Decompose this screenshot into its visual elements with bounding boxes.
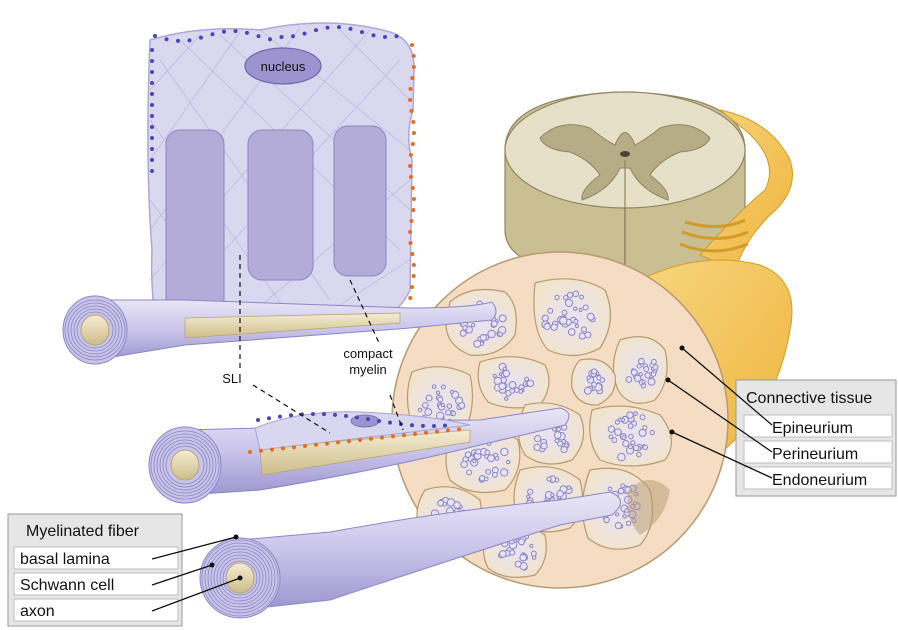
compact-myelin-label-1: compact xyxy=(343,346,393,361)
nucleus-label: nucleus xyxy=(261,59,306,74)
myelinated-fiber-title: Myelinated fiber xyxy=(26,523,140,540)
compact-myelin-label-2: myelin xyxy=(349,362,387,377)
sli-label: SLI xyxy=(222,371,242,386)
schwann-cell-label: Schwann cell xyxy=(20,577,114,594)
endoneurium-label: Endoneurium xyxy=(772,472,867,489)
epineurium-label: Epineurium xyxy=(772,420,853,437)
basal-lamina-label: basal lamina xyxy=(20,551,110,568)
schwann-cell-sheet: nucleus xyxy=(148,23,416,345)
perineurium-label: Perineurium xyxy=(772,446,858,463)
axon-label: axon xyxy=(20,603,55,620)
connective-tissue-title: Connective tissue xyxy=(746,390,872,407)
